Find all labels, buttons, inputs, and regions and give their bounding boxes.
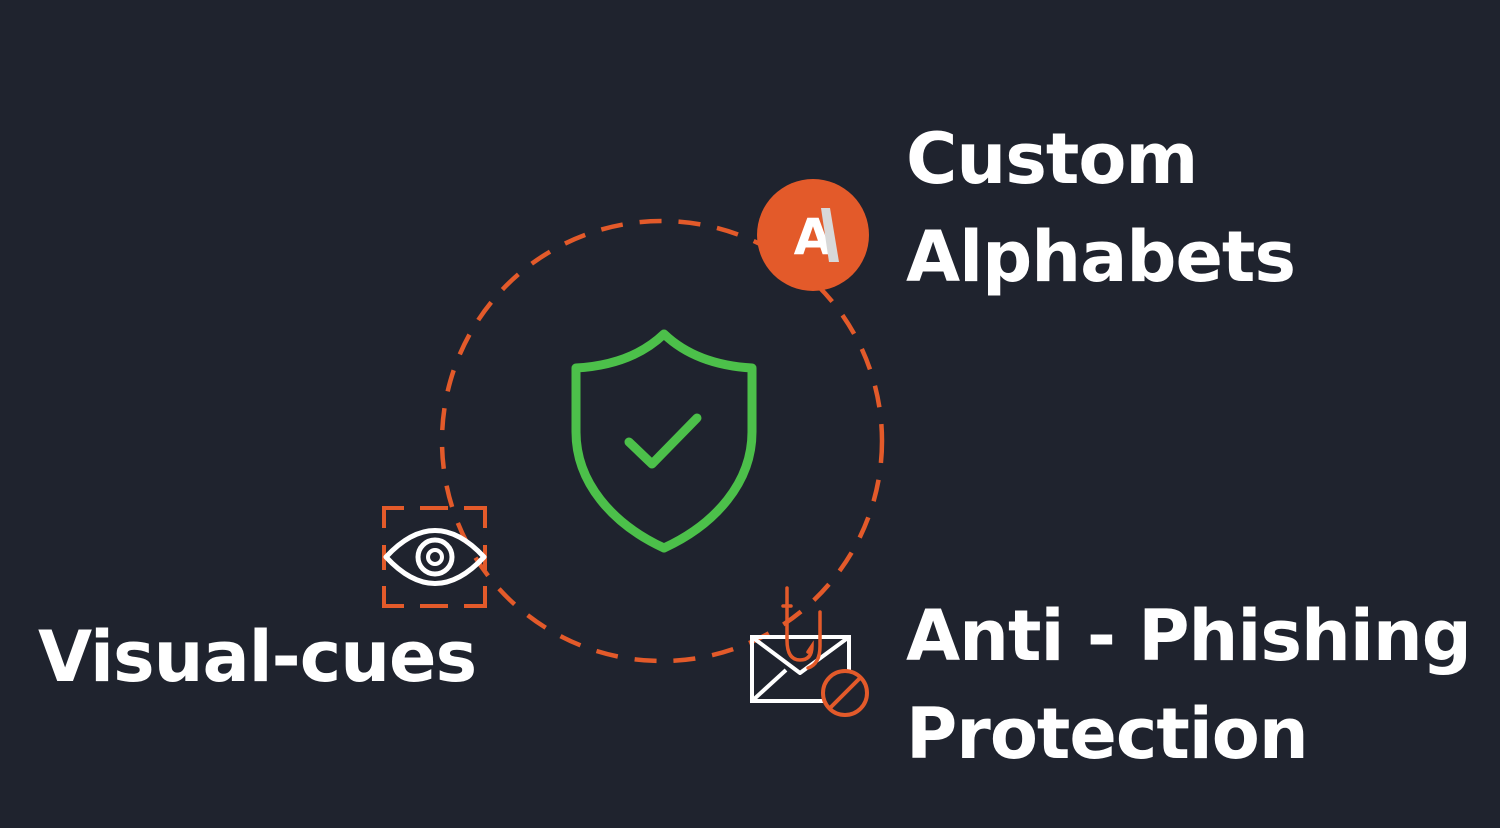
anti-phishing-line1: Anti - Phishing	[906, 595, 1472, 677]
focus-frame-corners	[382, 506, 487, 608]
anti-phishing-label: Anti - Phishing Protection	[906, 587, 1472, 783]
letter-a-badge-icon: A	[757, 179, 869, 291]
visual-cues-label: Visual-cues	[38, 608, 477, 706]
dashed-ring	[439, 218, 885, 664]
eye-focus-icon	[382, 506, 487, 608]
custom-alphabets-line2: Alphabets	[906, 216, 1296, 298]
custom-alphabets-line1: Custom	[906, 118, 1198, 200]
visual-cues-line1: Visual-cues	[38, 616, 477, 698]
shield-check-icon	[571, 329, 757, 553]
fishing-hook-icon	[781, 586, 822, 670]
anti-phishing-line2: Protection	[906, 693, 1309, 775]
custom-alphabets-label: Custom Alphabets	[906, 110, 1296, 306]
envelope-hook-blocked-icon	[750, 586, 869, 717]
